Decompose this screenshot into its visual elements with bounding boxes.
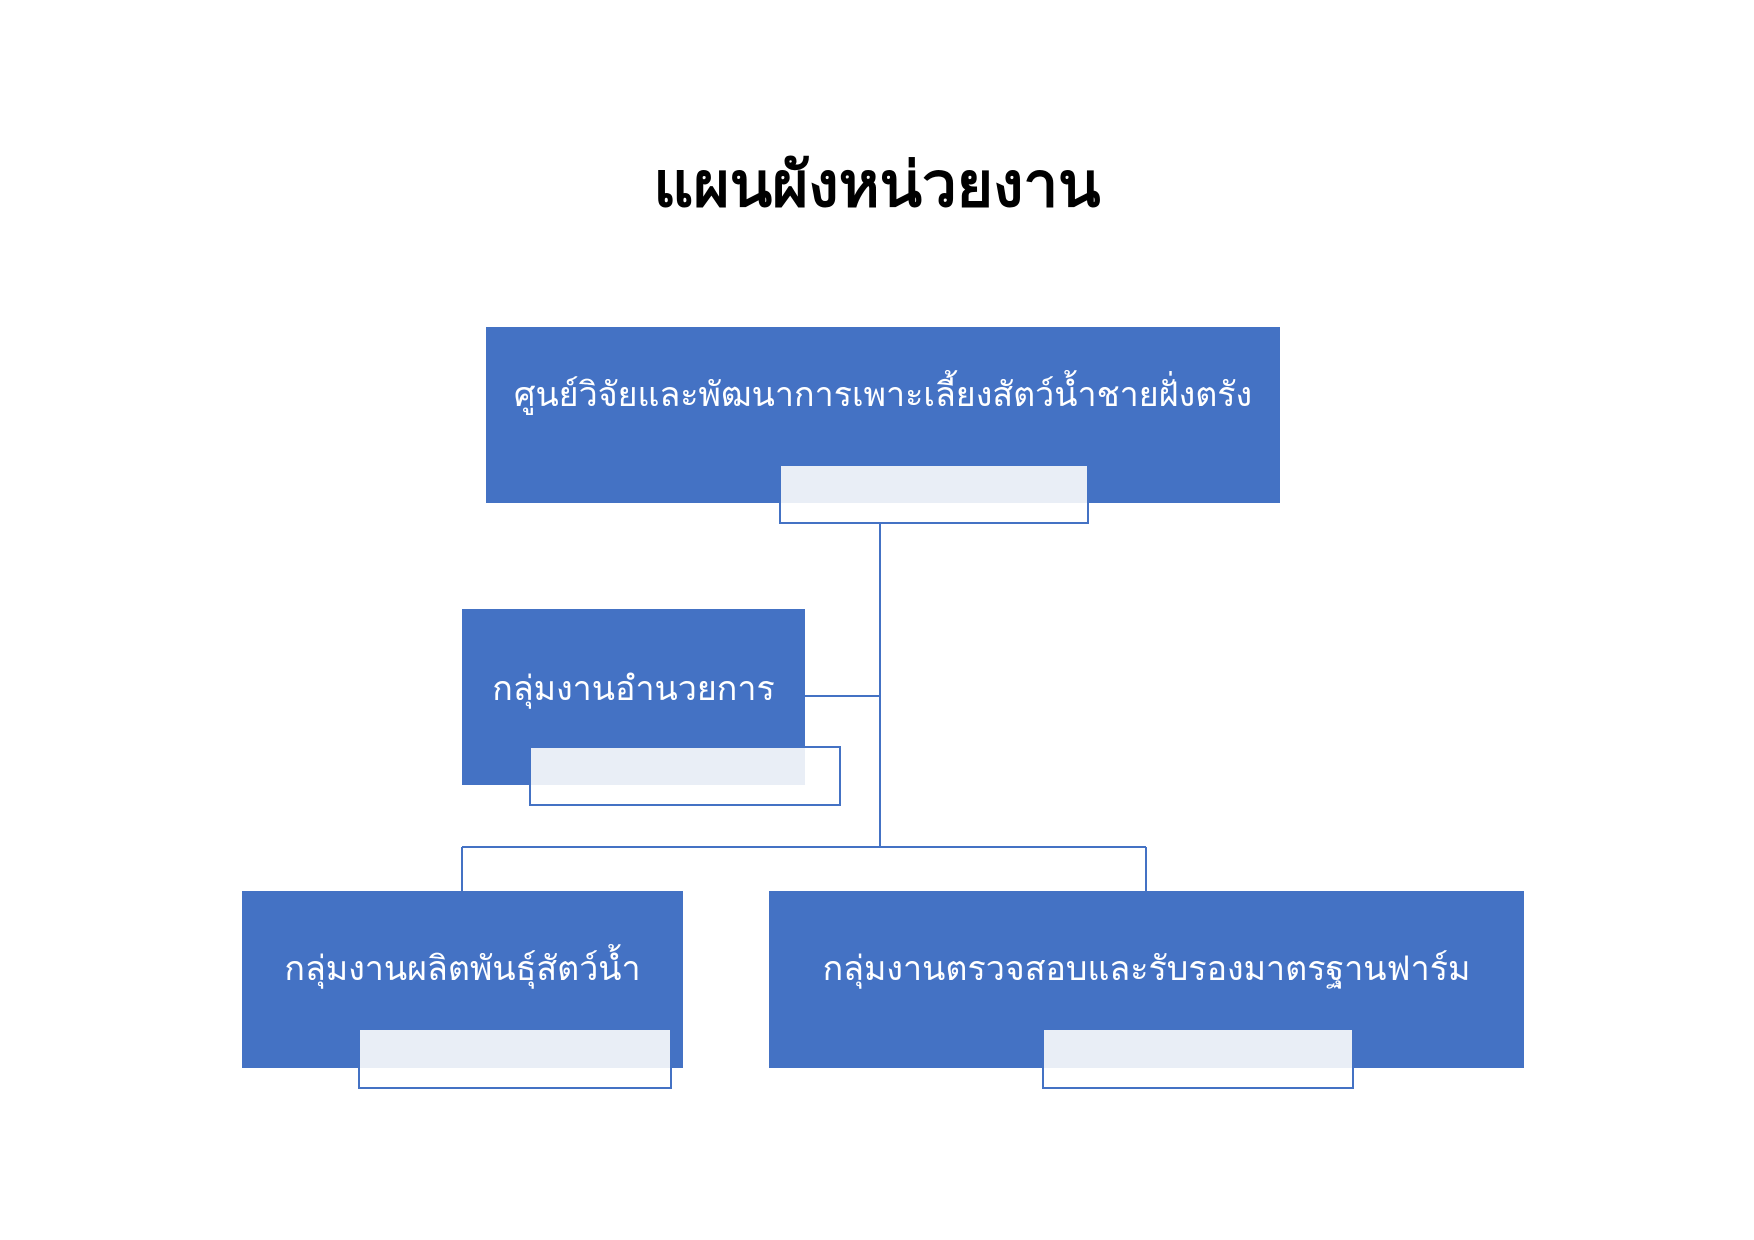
org-node-root-label: ศูนย์วิจัยและพัฒนาการเพาะเลี้ยงสัตว์น้ำช… [513,375,1253,415]
page-title: แผนผังหน่วยงาน [653,148,1101,221]
org-node-child-1-label: กลุ่มงานผลิตพันธุ์สัตว์น้ำ [284,949,641,989]
org-node-assistant-sub-box-fill [531,748,805,785]
org-node-root-sub-box-fill [781,466,1087,503]
org-node-assistant-label: กลุ่มงานอำนวยการ [492,669,775,709]
org-node-child-2-sub-box-fill [1044,1030,1352,1068]
org-node-child-2-label: กลุ่มงานตรวจสอบและรับรองมาตรฐานฟาร์ม [822,949,1471,989]
org-node-child-1-sub-box-fill [360,1030,670,1068]
